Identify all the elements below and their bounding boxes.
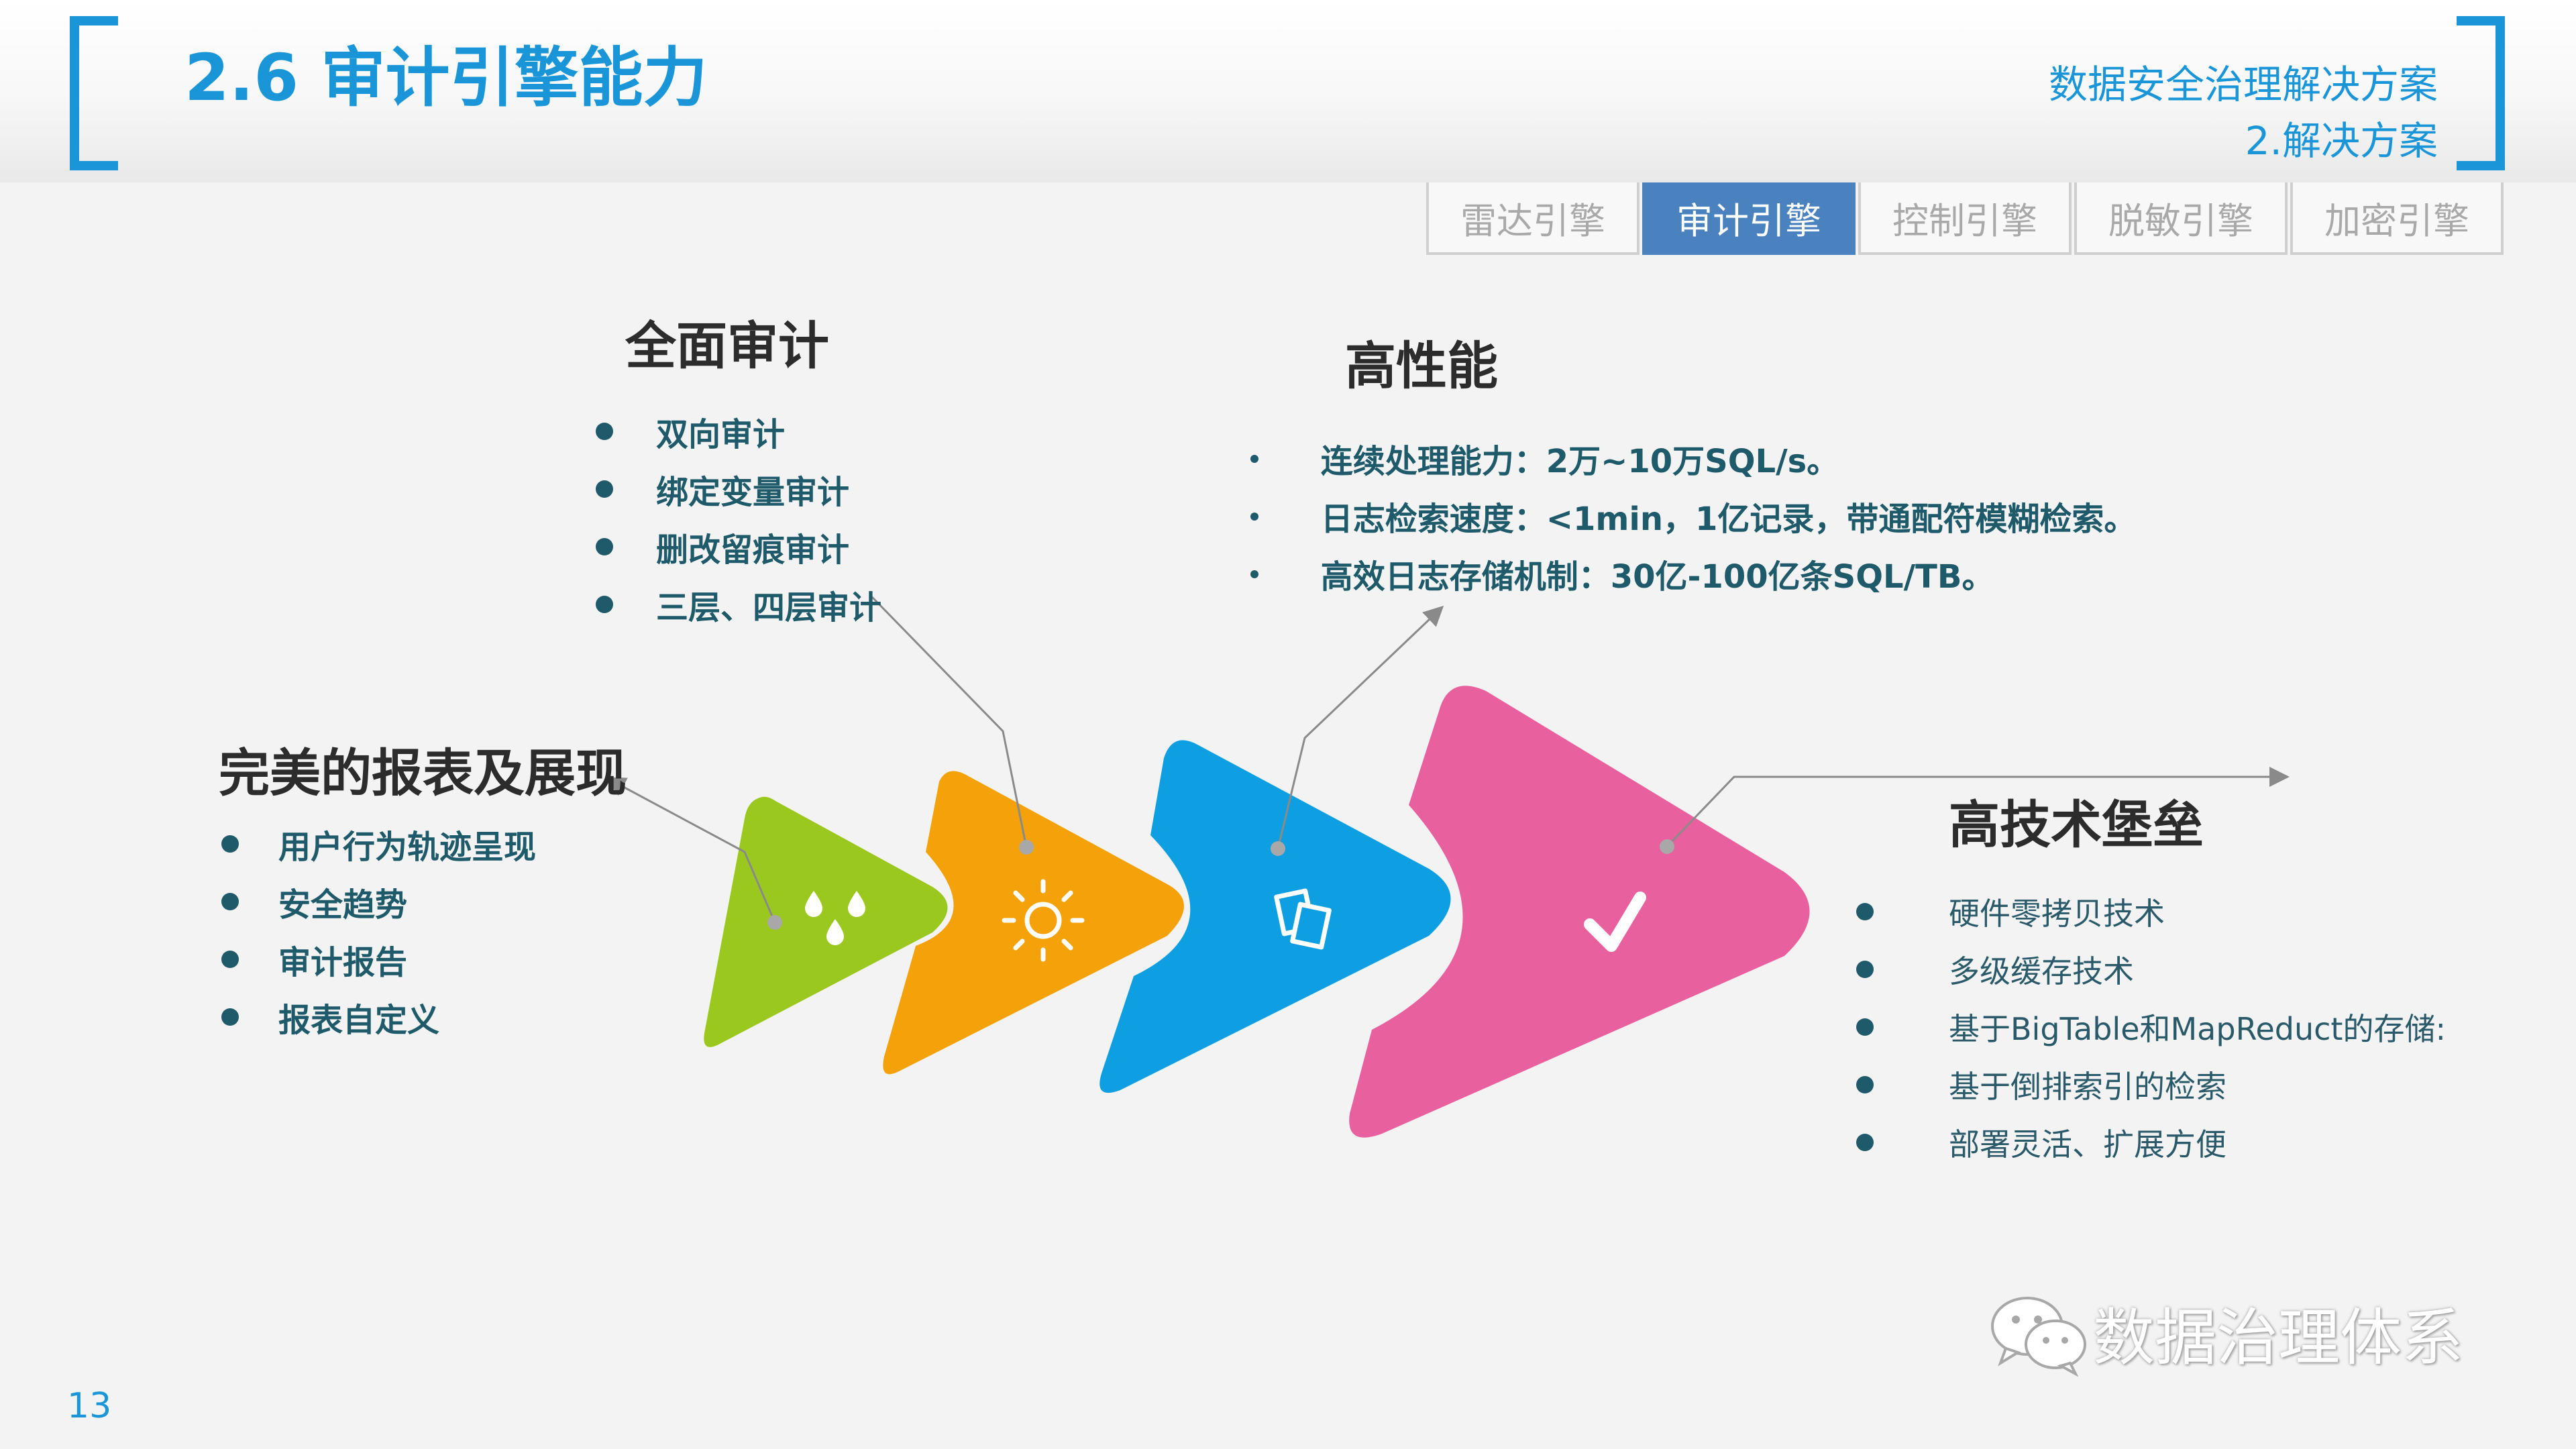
water-drops-icon	[805, 891, 865, 945]
list-item: 双向审计	[596, 402, 881, 460]
full-audit-heading: 全面审计	[625, 316, 829, 376]
sun-icon	[1002, 879, 1085, 962]
connector-full-audit	[871, 596, 1028, 848]
bullet-dot	[596, 596, 613, 613]
list-item: 部署灵活、扩展方便	[1856, 1114, 2446, 1171]
connector-tech	[1666, 767, 2290, 848]
connector-dot	[1660, 839, 1674, 854]
list-item-label: 基于BigTable和MapReduct的存储:	[1949, 1011, 2446, 1047]
page-title: 2.6 审计引擎能力	[184, 40, 708, 115]
bullet-dot	[1856, 1134, 1874, 1151]
bullet-dot	[1856, 1076, 1874, 1093]
list-item: 审计报告	[221, 930, 536, 988]
list-item-label: 绑定变量审计	[656, 474, 850, 511]
bullet-dot	[596, 480, 613, 498]
metric-label: 日志存储机制：	[1385, 558, 1611, 596]
right-bracket-decoration	[2457, 16, 2505, 170]
metric-label: 日志检索速度：	[1320, 500, 1546, 538]
list-item-label: 基于倒排索引的检索	[1949, 1069, 2226, 1105]
arrow-shape-pink	[1349, 686, 1810, 1138]
bullet-dot	[1250, 570, 1258, 578]
connector-dot	[767, 915, 782, 930]
metric-value: 30亿-100亿条SQL/TB。	[1610, 558, 1994, 596]
documents-icon	[1274, 888, 1332, 950]
list-item: 绑定变量审计	[596, 460, 881, 518]
metric-value: <1min，1亿记录，带通配符模糊检索。	[1546, 500, 2137, 538]
bullet-dot	[596, 423, 613, 440]
list-item: 用户行为轨迹呈现	[221, 815, 537, 873]
checkmark-icon	[1584, 892, 1646, 952]
watermark: 数据治理体系	[1986, 1288, 2463, 1377]
list-item: 报表自定义	[221, 988, 536, 1046]
list-item-label: 安全趋势	[278, 886, 408, 924]
list-item: 多级缓存技术	[1856, 941, 2446, 998]
connector-reports	[605, 777, 776, 923]
list-item-label: 三层、四层审计	[656, 589, 882, 627]
page-number: 13	[67, 1386, 112, 1426]
metric-label: 连续处理能力：	[1320, 443, 1546, 480]
list-item-label: 多级缓存技术	[1949, 953, 2134, 989]
list-item-label: 部署灵活、扩展方便	[1949, 1126, 2226, 1163]
tech-list: 硬件零拷贝技术 多级缓存技术 基于BigTable和MapReduct的存储: …	[1856, 883, 2446, 1171]
subtitle-line-2: 2.解决方案	[2245, 118, 2438, 164]
performance-list: 连续处理能力：2万~10万SQL/s。 日志检索速度：<1min，1亿记录，带通…	[1250, 429, 2137, 602]
bullet-dot	[221, 1008, 239, 1026]
tab-control-engine[interactable]: 控制引擎	[1858, 182, 2072, 255]
tab-audit-engine[interactable]: 审计引擎	[1642, 182, 1856, 255]
arrow-shape-orange	[883, 771, 1184, 1075]
list-item: 基于BigTable和MapReduct的存储:	[1856, 998, 2446, 1056]
list-item-label: 双向审计	[656, 416, 786, 453]
bullet-dot	[1856, 903, 1874, 920]
list-item: 基于倒排索引的检索	[1856, 1056, 2446, 1114]
arrow-shape-blue	[1099, 740, 1451, 1093]
connector-performance	[1277, 605, 1444, 849]
metric-prefix: 高效	[1320, 558, 1385, 596]
tab-radar-engine[interactable]: 雷达引擎	[1426, 182, 1640, 255]
arrow-shape-green	[704, 796, 948, 1047]
reports-list: 用户行为轨迹呈现 安全趋势 审计报告 报表自定义	[221, 815, 537, 1046]
list-item: 安全趋势	[221, 873, 536, 930]
tab-encryption-engine[interactable]: 加密引擎	[2290, 182, 2504, 255]
header-subtitle: 数据安全治理解决方案 2.解决方案	[2049, 56, 2438, 169]
bullet-dot	[1250, 455, 1258, 463]
list-item: 高效日志存储机制：30亿-100亿条SQL/TB。	[1250, 545, 2136, 602]
list-item-label: 删改留痕审计	[656, 531, 850, 569]
bullet-dot	[1856, 1018, 1874, 1036]
tech-heading: 高技术堡垒	[1949, 795, 2204, 855]
bullet-dot	[1856, 961, 1874, 978]
bullet-dot	[221, 835, 239, 853]
reports-heading: 完美的报表及展现	[219, 743, 627, 803]
list-item: 硬件零拷贝技术	[1856, 883, 2446, 941]
header-bar	[0, 0, 2576, 182]
list-item: 连续处理能力：2万~10万SQL/s。	[1250, 429, 2136, 487]
connector-dot	[1019, 840, 1034, 855]
bullet-dot	[221, 951, 239, 968]
list-item-label: 审计报告	[278, 944, 408, 981]
bullet-dot	[596, 538, 613, 555]
list-item: 删改留痕审计	[596, 518, 881, 576]
metric-value: 2万~10万SQL/s。	[1546, 443, 1839, 480]
watermark-text: 数据治理体系	[2093, 1302, 2464, 1374]
list-item-label: 用户行为轨迹呈现	[278, 828, 537, 866]
wechat-logo-icon	[1991, 1296, 2086, 1377]
bullet-dot	[221, 893, 239, 910]
list-item: 三层、四层审计	[596, 576, 882, 633]
list-item: 日志检索速度：<1min，1亿记录，带通配符模糊检索。	[1250, 487, 2137, 545]
subtitle-line-1: 数据安全治理解决方案	[2048, 62, 2438, 107]
engine-tabs: 雷达引擎 审计引擎 控制引擎 脱敏引擎 加密引擎	[1426, 182, 2506, 258]
tab-masking-engine[interactable]: 脱敏引擎	[2074, 182, 2288, 255]
list-item-label: 报表自定义	[278, 1002, 440, 1039]
list-item-label: 硬件零拷贝技术	[1949, 896, 2165, 932]
bullet-dot	[1250, 513, 1258, 521]
left-bracket-decoration	[70, 16, 118, 170]
performance-heading: 高性能	[1345, 336, 1498, 396]
connector-dot	[1271, 841, 1285, 856]
full-audit-list: 双向审计 绑定变量审计 删改留痕审计 三层、四层审计	[596, 402, 882, 633]
